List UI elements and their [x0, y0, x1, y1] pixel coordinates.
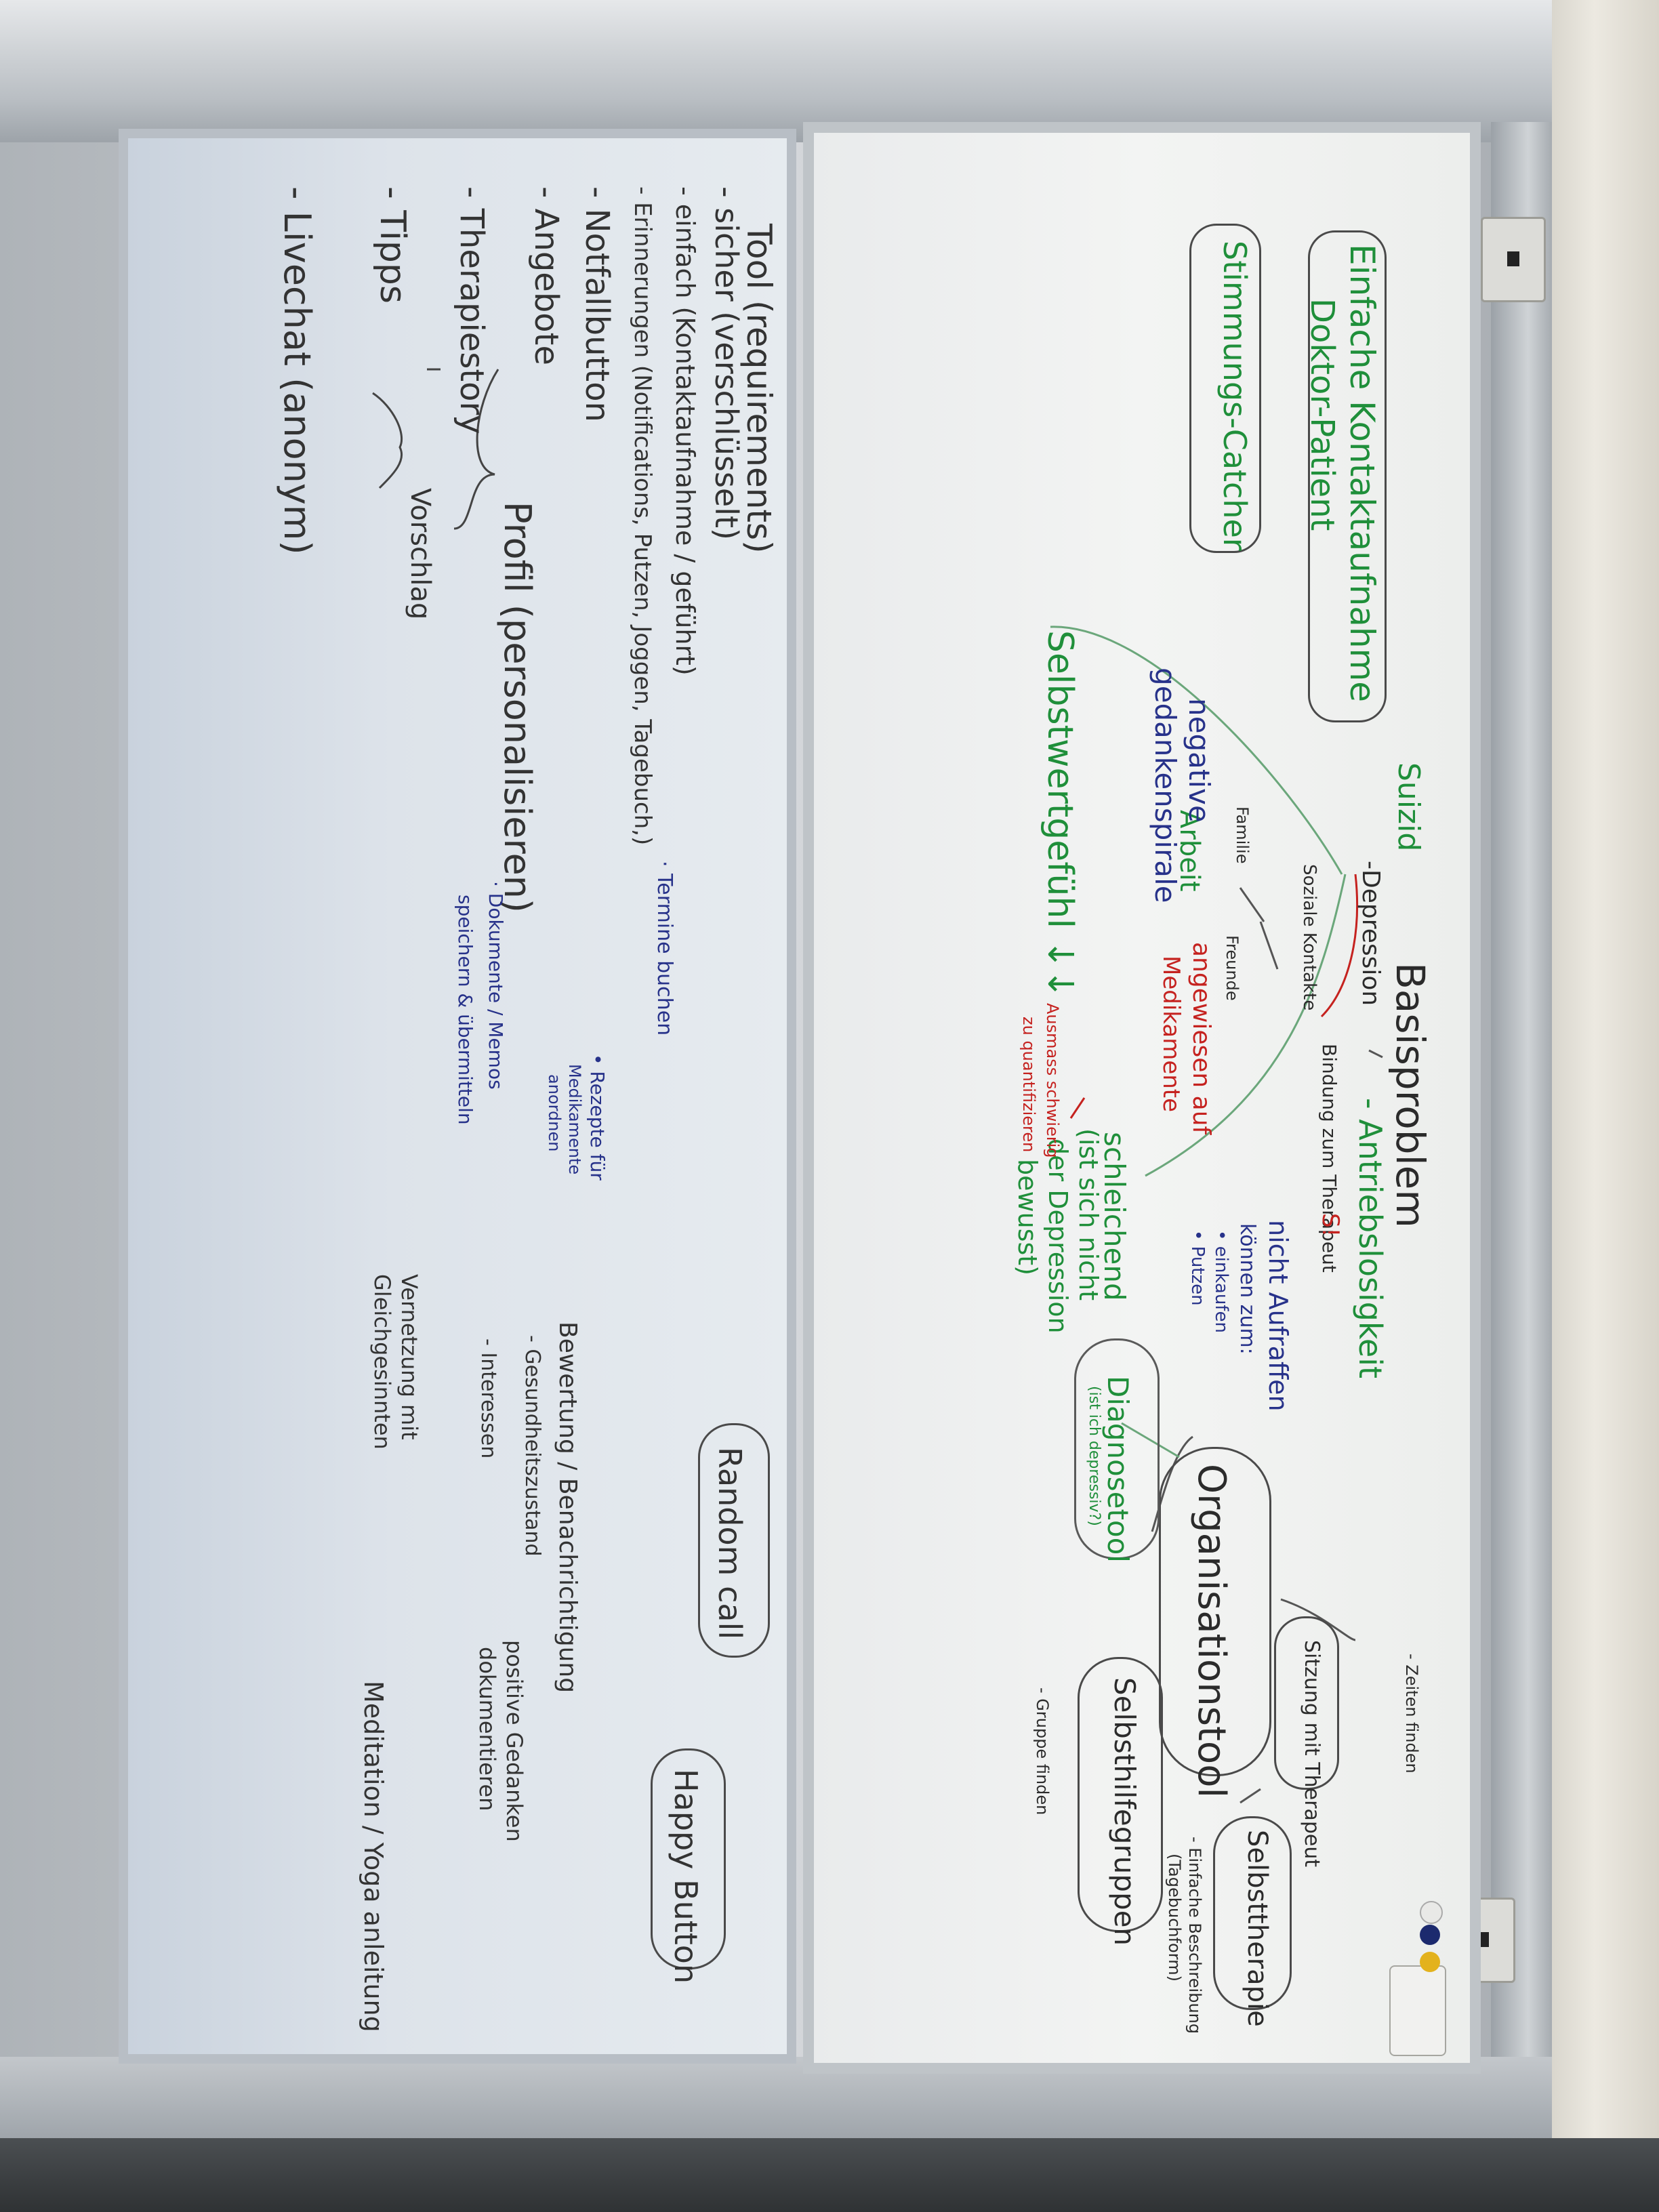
selbsthilfegruppen-label: Selbsthilfegruppen [1108, 1677, 1141, 1946]
zeiten-finden-label: - Zeiten finden [1402, 1654, 1421, 1774]
selbsttherapie-sub: - Einfache Beschreibung [1185, 1837, 1204, 2034]
dokumente-sub-label: speichern & übermitteln [454, 895, 476, 1125]
familie-label: Familie [1233, 806, 1252, 864]
freunde-label: Freunde [1223, 935, 1242, 1001]
bewertung-label: Bewertung / Benachrichtigung [554, 1322, 581, 1694]
board-clip-top [1481, 217, 1546, 302]
tool-item: - sicher (verschlüsselt) [708, 186, 745, 540]
ist-sich-label: (ist sich nicht [1073, 1128, 1103, 1301]
tool-item: - Tipps [372, 186, 413, 304]
yellow-magnet [1420, 1952, 1440, 1972]
tool-item: - Erinnerungen (Notifications, Putzen, J… [629, 186, 656, 846]
angewiesen-label: angewiesen auf [1187, 942, 1215, 1135]
right-whiteboard [803, 122, 1481, 2074]
selbsthilfe-ellipse [1078, 1657, 1163, 1932]
happy-button-ellipse [651, 1748, 726, 1969]
diagnose-ellipse [1074, 1338, 1160, 1559]
kontakt-box [1308, 230, 1387, 722]
kontaktaufnahme-label: Einfache Kontaktaufnahme [1343, 244, 1382, 703]
random-call-label: Random call [712, 1447, 748, 1640]
gedankenspirale-label: gedankenspirale [1149, 668, 1182, 903]
tool-item: - Therapiestory [453, 186, 491, 434]
gesundheit-label: - Gesundheitszustand [520, 1335, 544, 1557]
tool-item: - Notfallbutton [578, 186, 616, 422]
magnet-tray [1389, 1965, 1446, 2056]
happy-button-label: Happy Button [668, 1769, 704, 1984]
vernetzung-label: Vernetzung mit [396, 1274, 422, 1440]
s-mark: S! [1317, 1213, 1344, 1237]
medikamente-label: Medikamente [1158, 956, 1185, 1113]
left-whiteboard [119, 129, 796, 2064]
diagnosetool-label: Diagnosetool [1101, 1376, 1134, 1563]
doktor-patient-label: Doktor-Patient [1303, 298, 1341, 531]
interessen-label: - Interessen [476, 1338, 500, 1459]
termine-label: · Termine buchen [653, 861, 676, 1036]
positive-gedanken-label: positive Gedanken [501, 1640, 527, 1842]
vorschlag-label: Vorschlag [405, 488, 436, 620]
floor [0, 2138, 1659, 2212]
diagnose-sub-label: (ist ich depressiv?) [1086, 1386, 1103, 1526]
selbstwertgefuehl-label: Selbstwertgefühl ↓↓ [1040, 630, 1080, 999]
organisationstool-label: Organisationstool [1189, 1464, 1233, 1799]
white-magnet [1420, 1901, 1443, 1924]
tool-heading: Tool (requirements) [739, 224, 779, 554]
sitzung-ellipse [1274, 1616, 1339, 1790]
antriebslosigkeit-label: - Antriebslosigkeit [1352, 1098, 1389, 1379]
ausmass-label: Ausmass schwierig [1043, 1003, 1062, 1158]
negative-label: negative [1183, 698, 1216, 823]
selbsttherapie-ellipse [1213, 1816, 1292, 2010]
stimmungs-catcher-label: Stimmungs-Catcher [1216, 241, 1253, 551]
tool-item: - einfach (Kontaktaufnahme / geführt) [670, 186, 700, 676]
blue-magnet [1420, 1925, 1440, 1945]
meditation-label: Meditation / Yoga anleitung [359, 1681, 388, 2032]
wall-right [1552, 0, 1659, 2212]
top-rail [0, 0, 1586, 142]
nicht-aufraffen-label: nicht Aufraffen [1263, 1220, 1293, 1412]
koennen-item: • einkaufen [1211, 1230, 1231, 1333]
tool-item: - Angebote [527, 186, 565, 366]
profil-label: Profil (personalisieren) [496, 501, 539, 913]
rezepte-label: • Rezepte für [586, 1054, 609, 1181]
stimmung-box [1189, 224, 1261, 553]
koennen-zum-label: können zum: [1235, 1223, 1259, 1355]
bewusst-label: bewusst) [1012, 1159, 1042, 1275]
random-call-ellipse [698, 1423, 770, 1658]
sitzung-label: Sitzung mit Therapeut [1300, 1640, 1324, 1868]
bindung-label: Bindung zum Therapeut [1318, 1044, 1340, 1273]
basisproblem-heading: Basisproblem [1387, 962, 1433, 1228]
suizid-label: Suizid [1391, 762, 1426, 852]
organisation-ellipse [1159, 1447, 1271, 1776]
vernetzung-sub-label: Gleichgesinnten [369, 1274, 395, 1450]
koennen-item: • Putzen [1187, 1230, 1208, 1306]
positive-gedanken-sub-label: dokumentieren [474, 1647, 500, 1811]
tool-item: - Livechat (anonym) [276, 186, 319, 555]
selbsttherapie-label: Selbsttherapie [1242, 1830, 1273, 2027]
gruppe-finden-label: - Gruppe finden [1033, 1687, 1052, 1816]
depression-label: -Depression [1357, 861, 1385, 1006]
schleichend-label: schleichend [1098, 1132, 1131, 1301]
soziale-kontakte-label: Soziale Kontakte [1299, 864, 1319, 1011]
dokumente-label: · Dokumente / Memos [485, 881, 507, 1090]
rezepte-sub-label: anordnen [545, 1074, 564, 1152]
selbsttherapie-sub: (Tagebuchform) [1165, 1853, 1184, 1982]
quantifizieren-label: zu quantifizieren [1019, 1017, 1038, 1153]
der-depression-label: der Depression [1043, 1139, 1073, 1334]
rezepte-sub-label: Medikamente [565, 1064, 584, 1175]
